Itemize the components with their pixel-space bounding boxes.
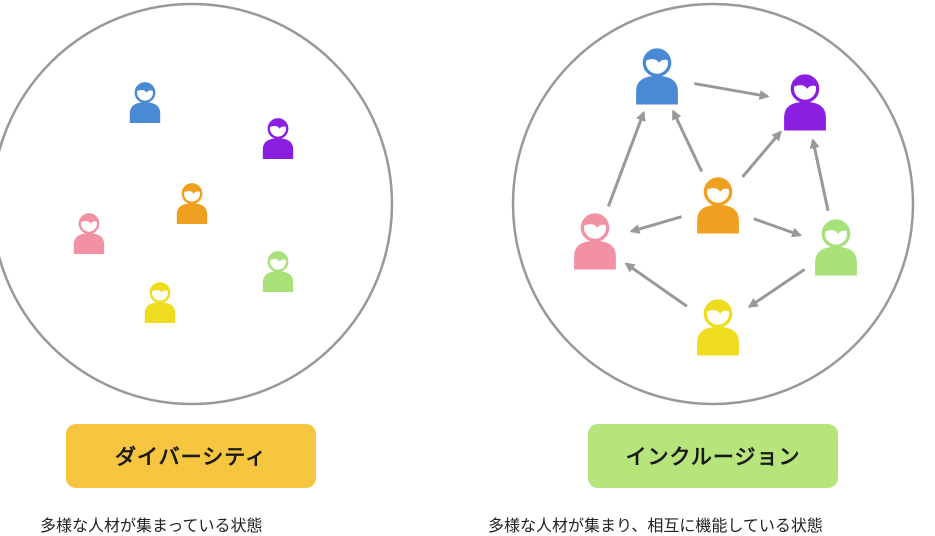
inclusion-arrows	[606, 82, 830, 308]
inclusion-person-purple-icon	[784, 74, 826, 131]
diversity-person-yellow-icon	[144, 282, 176, 323]
arrow-pink-to-blue	[606, 110, 646, 207]
diversity-person-orange-icon	[176, 183, 208, 224]
arrow-blue-to-purple	[694, 82, 770, 100]
inclusion-circle	[511, 2, 915, 406]
diversity-caption: 多様な人材が集まっている状態	[40, 516, 263, 535]
inclusion-caption: 多様な人材が集まり、相互に機能している状態	[488, 516, 823, 535]
diversity-person-green-icon	[262, 251, 294, 292]
diversity-label: ダイバーシティ	[66, 424, 316, 488]
diversity-person-pink-icon	[73, 213, 105, 254]
inclusion-person-orange-icon	[697, 177, 739, 234]
arrow-green-to-yellow	[747, 268, 806, 308]
arrow-orange-to-blue	[671, 109, 704, 173]
arrow-orange-to-purple	[741, 130, 782, 178]
inclusion-person-green-icon	[815, 219, 857, 276]
diversity-person-blue-icon	[129, 82, 161, 123]
arrow-orange-to-pink	[629, 215, 682, 234]
arrow-orange-to-green	[753, 217, 803, 238]
inclusion-person-yellow-icon	[697, 299, 739, 356]
diversity-person-purple-icon	[262, 118, 294, 159]
inclusion-person-blue-icon	[636, 48, 678, 105]
arrow-green-to-purple	[809, 138, 830, 212]
arrow-yellow-to-pink	[624, 262, 688, 308]
diversity-circle	[0, 2, 394, 406]
people-layer	[73, 48, 857, 356]
inclusion-person-pink-icon	[574, 213, 616, 270]
inclusion-label: インクルージョン	[588, 424, 838, 488]
